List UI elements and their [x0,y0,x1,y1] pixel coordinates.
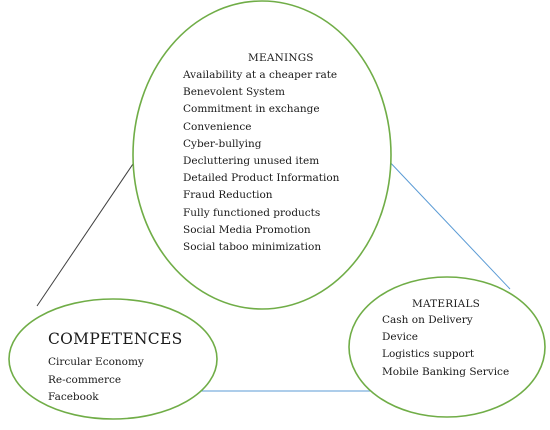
meanings-item: Detailed Product Information [183,172,340,185]
meanings-ellipse [132,0,392,310]
competences-ellipse [8,298,218,420]
link-meanings-competences [36,157,138,307]
meanings-item: Social taboo minimization [183,241,322,254]
materials-node: MATERIALS Cash on Delivery Device Logist… [382,298,509,381]
meanings-item: Fraud Reduction [183,189,273,202]
meanings-item: Convenience [183,120,252,133]
materials-item: Mobile Banking Service [382,365,510,378]
meanings-item: Social Media Promotion [183,223,311,236]
competences-node: COMPETENCES Circular Economy Re-commerce… [48,330,183,407]
materials-item: Device [382,331,419,344]
materials-item: Logistics support [382,348,475,361]
competences-item: Circular Economy [48,356,144,368]
link-meanings-materials [385,157,511,290]
competences-title: COMPETENCES [48,330,183,348]
meanings-item: Commitment in exchange [183,103,320,116]
meanings-item: Availability at a cheaper rate [183,69,338,81]
materials-item: Cash on Delivery [382,314,473,326]
competences-item: Re-commerce [48,373,122,386]
materials-title: MATERIALS [412,298,481,310]
meanings-item: Decluttering unused item [183,155,320,168]
meanings-item: Fully functioned products [183,206,321,219]
meanings-item: Benevolent System [183,86,285,99]
meanings-item: Cyber-bullying [183,137,262,150]
materials-ellipse [348,276,546,418]
competences-item: Facebook [48,391,99,403]
meanings-title: MEANINGS [248,52,314,64]
meanings-node: MEANINGS Availability at a cheaper rate … [183,52,339,256]
